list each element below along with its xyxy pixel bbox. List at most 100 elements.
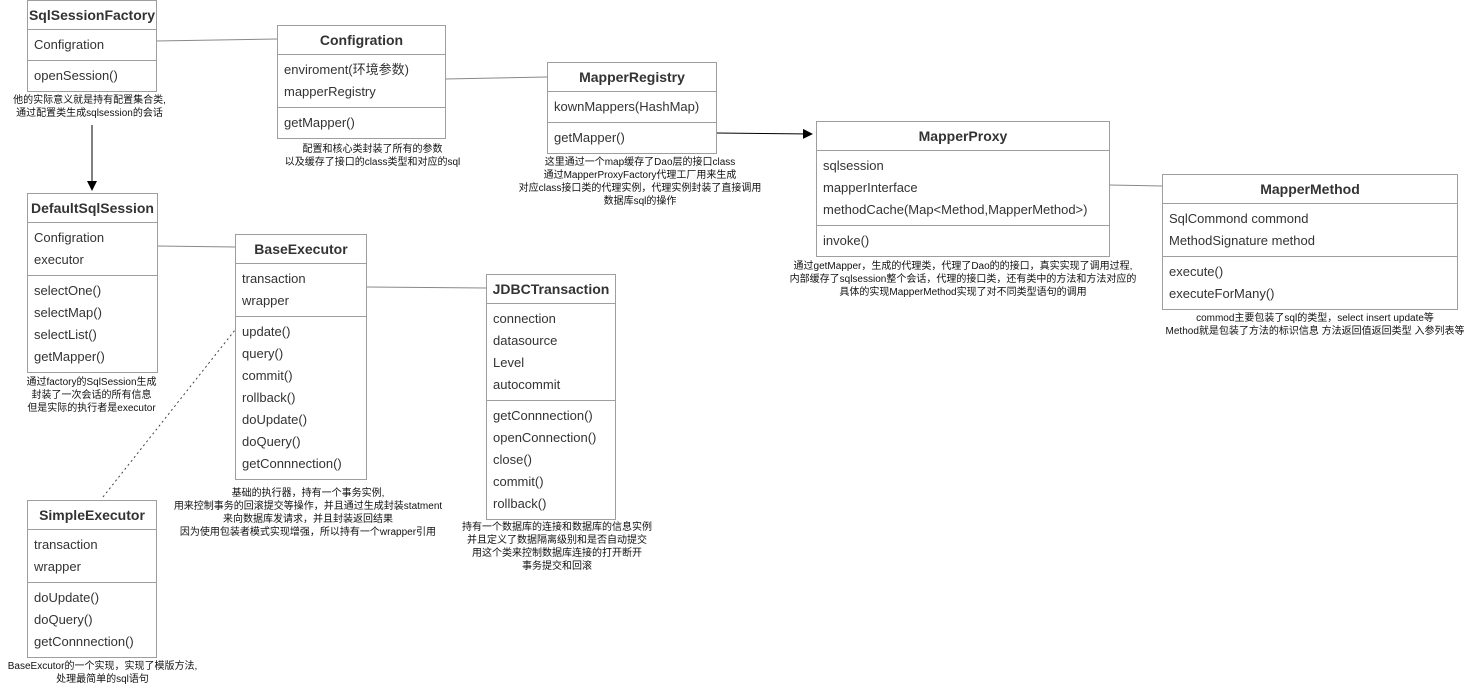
class-field: Configration — [34, 230, 105, 245]
note-line: 以及缓存了接口的class类型和对应的sql — [284, 157, 461, 168]
note-line: 用来控制事务的回滚提交等操作，并且通过生成封装statment — [173, 501, 443, 512]
class-method: execute() — [1169, 264, 1224, 279]
class-method: openSession() — [34, 68, 118, 83]
note-line: 但是实际的执行者是executor — [27, 403, 156, 414]
class-sqlsessionfactory[interactable]: SqlSessionFactory Configration openSessi… — [27, 0, 157, 92]
class-methods: getMapper() — [548, 122, 716, 153]
class-method: close() — [493, 452, 533, 467]
class-mapperproxy[interactable]: MapperProxy sqlsession mapperInterface m… — [816, 121, 1110, 257]
class-title: MapperRegistry — [548, 63, 716, 92]
class-methods: selectOne() selectMap() selectList() get… — [28, 275, 157, 372]
link-configration-mapperregistry — [444, 76, 548, 80]
class-field: autocommit — [493, 377, 561, 392]
class-mapperregistry[interactable]: MapperRegistry kownMappers(HashMap) getM… — [547, 62, 717, 154]
class-configration[interactable]: Configration enviroment(环境参数) mapperRegi… — [277, 25, 446, 139]
class-fields: SqlCommond commond MethodSignature metho… — [1163, 204, 1457, 256]
note-line: 处理最简单的sql语句 — [56, 674, 149, 685]
class-method: rollback() — [493, 496, 547, 511]
class-title: SimpleExecutor — [28, 501, 156, 530]
class-method: selectList() — [34, 327, 97, 342]
note-line: 具体的实现MapperMethod实现了对不同类型语句的调用 — [839, 287, 1087, 298]
note-line: 通过getMapper，生成的代理类，代理了Dao的的接口，真实实现了调用过程, — [793, 261, 1133, 272]
note-line: BaseExcutor的一个实现，实现了模版方法, — [7, 661, 198, 672]
class-baseexecutor[interactable]: BaseExecutor transaction wrapper update(… — [235, 234, 367, 480]
link-defaultsqlsession-baseexecutor — [156, 245, 236, 248]
class-fields: connection datasource Level autocommit — [487, 304, 615, 400]
class-simpleexecutor[interactable]: SimpleExecutor transaction wrapper doUpd… — [27, 500, 157, 658]
class-methods: execute() executeForMany() — [1163, 256, 1457, 309]
class-field: SqlCommond commond — [1169, 211, 1309, 226]
arrow-mapperregistry-to-mapperproxy — [715, 128, 813, 139]
class-method: getConnnection() — [493, 408, 593, 423]
class-title: SqlSessionFactory — [28, 1, 156, 30]
note-line: 用这个类来控制数据库连接的打开断开 — [472, 548, 642, 559]
note-line: 通过MapperProxyFactory代理工厂用来生成 — [543, 170, 737, 181]
class-method: executeForMany() — [1169, 286, 1275, 301]
class-field: kownMappers(HashMap) — [554, 99, 700, 114]
note-baseexecutor: 基础的执行器，持有一个事务实例, 用来控制事务的回滚提交等操作，并且通过生成封装… — [168, 487, 448, 539]
note-simpleexecutor: BaseExcutor的一个实现，实现了模版方法, 处理最简单的sql语句 — [0, 660, 205, 686]
class-methods: getMapper() — [278, 107, 445, 138]
class-methods: invoke() — [817, 225, 1109, 256]
class-mappermethod[interactable]: MapperMethod SqlCommond commond MethodSi… — [1162, 174, 1458, 310]
note-line: 配置和核心类封装了所有的参数 — [302, 144, 443, 155]
class-jdbctransaction[interactable]: JDBCTransaction connection datasource Le… — [486, 274, 616, 520]
note-line: 事务提交和回滚 — [522, 561, 592, 572]
class-field: sqlsession — [823, 158, 884, 173]
class-method: doUpdate() — [34, 590, 100, 605]
note-line: 并且定义了数据隔离级别和是否自动提交 — [467, 535, 647, 546]
class-field: MethodSignature method — [1169, 233, 1315, 248]
note-mappermethod: commod主要包装了sql的类型，select insert update等 … — [1160, 312, 1470, 338]
class-title: MapperMethod — [1163, 175, 1457, 204]
note-line: 内部缓存了sqlsession整个会话，代理的接口类，还有类中的方法和方法对应的 — [789, 274, 1137, 285]
class-field: mapperInterface — [823, 180, 918, 195]
class-method: selectOne() — [34, 283, 102, 298]
class-fields: sqlsession mapperInterface methodCache(M… — [817, 151, 1109, 225]
class-defaultsqlsession[interactable]: DefaultSqlSession Configration executor … — [27, 193, 158, 373]
note-line: 来向数据库发请求，并且封装返回结果 — [223, 514, 393, 525]
note-line: 持有一个数据库的连接和数据库的信息实例 — [462, 522, 652, 533]
class-method: query() — [242, 346, 284, 361]
class-method: getMapper() — [554, 130, 625, 145]
class-method: doQuery() — [242, 434, 301, 449]
class-fields: transaction wrapper — [28, 530, 156, 582]
note-line: 通过factory的SqlSession生成 — [26, 377, 157, 388]
class-field: methodCache(Map<Method,MapperMethod>) — [823, 202, 1088, 217]
note-mapperregistry: 这里通过一个map缓存了Dao层的接口class 通过MapperProxyFa… — [510, 156, 770, 208]
note-configration: 配置和核心类封装了所有的参数 以及缓存了接口的class类型和对应的sql — [270, 143, 475, 169]
note-line: 数据库sql的操作 — [603, 196, 677, 207]
class-title: JDBCTransaction — [487, 275, 615, 304]
class-field: Configration — [34, 37, 105, 52]
class-title: MapperProxy — [817, 122, 1109, 151]
class-method: getConnnection() — [34, 634, 134, 649]
note-jdbctransaction: 持有一个数据库的连接和数据库的信息实例 并且定义了数据隔离级别和是否自动提交 用… — [450, 521, 664, 573]
note-mapperproxy: 通过getMapper，生成的代理类，代理了Dao的的接口，真实实现了调用过程,… — [782, 260, 1144, 299]
class-method: doQuery() — [34, 612, 93, 627]
class-fields: enviroment(环境参数) mapperRegistry — [278, 55, 445, 107]
class-field: connection — [493, 311, 556, 326]
note-line: 这里通过一个map缓存了Dao层的接口class — [544, 157, 736, 168]
class-field: datasource — [493, 333, 558, 348]
class-methods: getConnnection() openConnection() close(… — [487, 400, 615, 519]
note-sqlsessionfactory: 他的实际意义就是持有配置集合类, 通过配置类生成sqlsession的会话 — [2, 94, 177, 120]
class-field: mapperRegistry — [284, 84, 376, 99]
class-fields: Configration executor — [28, 223, 157, 275]
class-methods: openSession() — [28, 60, 156, 91]
link-mapperproxy-mappermethod — [1108, 184, 1163, 187]
class-field: wrapper — [242, 293, 289, 308]
class-method: doUpdate() — [242, 412, 308, 427]
note-line: 因为使用包装者模式实现增强，所以持有一个wrapper引用 — [179, 527, 437, 538]
note-line: Method就是包装了方法的标识信息 方法返回值返回类型 入参列表等 — [1165, 326, 1465, 337]
class-title: DefaultSqlSession — [28, 194, 157, 223]
class-field: transaction — [242, 271, 306, 286]
class-method: commit() — [242, 368, 293, 383]
class-method: getConnnection() — [242, 456, 342, 471]
class-field: transaction — [34, 537, 98, 552]
note-line: 对应class接口类的代理实例，代理实例封装了直接调用 — [518, 183, 762, 194]
class-method: rollback() — [242, 390, 296, 405]
note-line: commod主要包装了sql的类型，select insert update等 — [1196, 313, 1434, 324]
class-field: Level — [493, 355, 525, 370]
class-field: executor — [34, 252, 84, 267]
class-method: getMapper() — [284, 115, 355, 130]
